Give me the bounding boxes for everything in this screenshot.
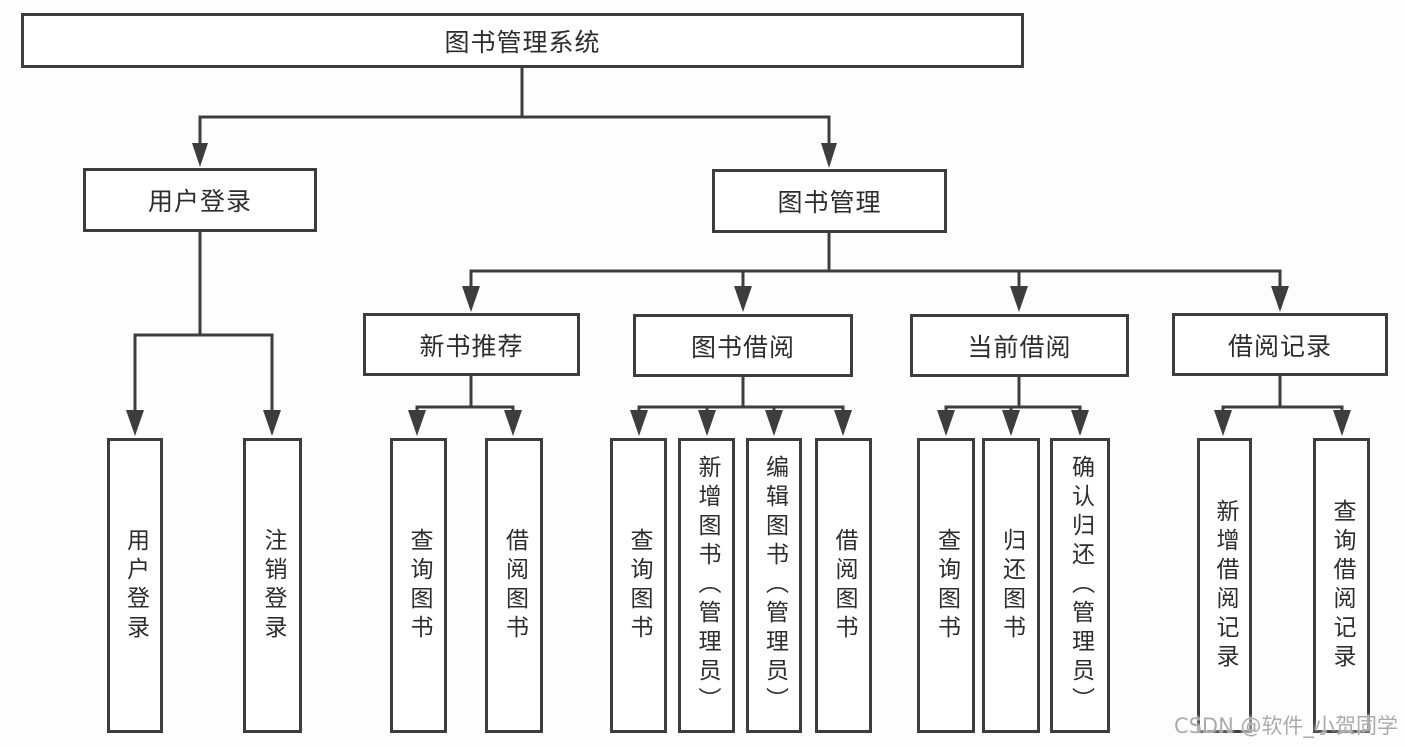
node-label: 当前借阅 — [967, 332, 1072, 362]
node-label: 图书管理系统 — [444, 27, 601, 57]
node-label: 归还图书 — [998, 527, 1025, 644]
leaf-query-books-3: 查询图书 — [917, 438, 975, 733]
node-book-management: 图书管理 — [712, 169, 947, 233]
node-label: 新增借阅记录 — [1212, 498, 1238, 673]
leaf-edit-books-admin: 编辑图书（管理员） — [746, 438, 802, 733]
node-label: 借阅图书 — [501, 527, 528, 644]
node-label: 用户登录 — [147, 187, 252, 216]
node-label: 查询图书 — [626, 527, 652, 644]
leaf-borrow-books-2: 借阅图书 — [815, 438, 872, 733]
node-label: 借阅图书 — [831, 527, 857, 644]
leaf-add-borrow-record: 新增借阅记录 — [1197, 438, 1252, 733]
node-label: 新书推荐 — [419, 331, 524, 361]
node-label: 注销登录 — [260, 527, 286, 644]
node-label: 图书管理 — [777, 188, 882, 217]
node-label: 编辑图书（管理员） — [761, 455, 788, 716]
node-library-management-system: 图书管理系统 — [21, 13, 1024, 68]
node-label: 用户登录 — [122, 527, 149, 644]
leaf-return-books: 归还图书 — [982, 438, 1040, 733]
leaf-add-books-admin: 新增图书（管理员） — [678, 438, 735, 733]
node-user-login: 用户登录 — [83, 168, 317, 232]
leaf-confirm-return-admin: 确认归还（管理员） — [1050, 438, 1110, 733]
leaf-query-books-2: 查询图书 — [610, 438, 667, 733]
leaf-query-books-1: 查询图书 — [390, 438, 447, 733]
node-book-borrowing: 图书借阅 — [633, 314, 853, 377]
leaf-query-borrow-record: 查询借阅记录 — [1313, 438, 1370, 733]
node-current-borrowing: 当前借阅 — [910, 314, 1129, 377]
node-label: 图书借阅 — [690, 332, 795, 362]
csdn-watermark: CSDN @软件_小贺同学 — [1173, 714, 1398, 738]
leaf-borrow-books-1: 借阅图书 — [485, 438, 543, 733]
node-label: 借阅记录 — [1227, 331, 1332, 361]
leaf-user-login: 用户登录 — [107, 438, 163, 733]
node-label: 确认归还（管理员） — [1067, 455, 1094, 716]
leaf-logout: 注销登录 — [243, 438, 302, 733]
node-new-book-recommendation: 新书推荐 — [363, 313, 580, 376]
node-label: 查询图书 — [406, 527, 432, 644]
node-label: 新增图书（管理员） — [694, 455, 720, 716]
node-label: 查询借阅记录 — [1329, 498, 1355, 673]
node-borrowing-records: 借阅记录 — [1172, 313, 1388, 376]
node-label: 查询图书 — [933, 527, 960, 644]
